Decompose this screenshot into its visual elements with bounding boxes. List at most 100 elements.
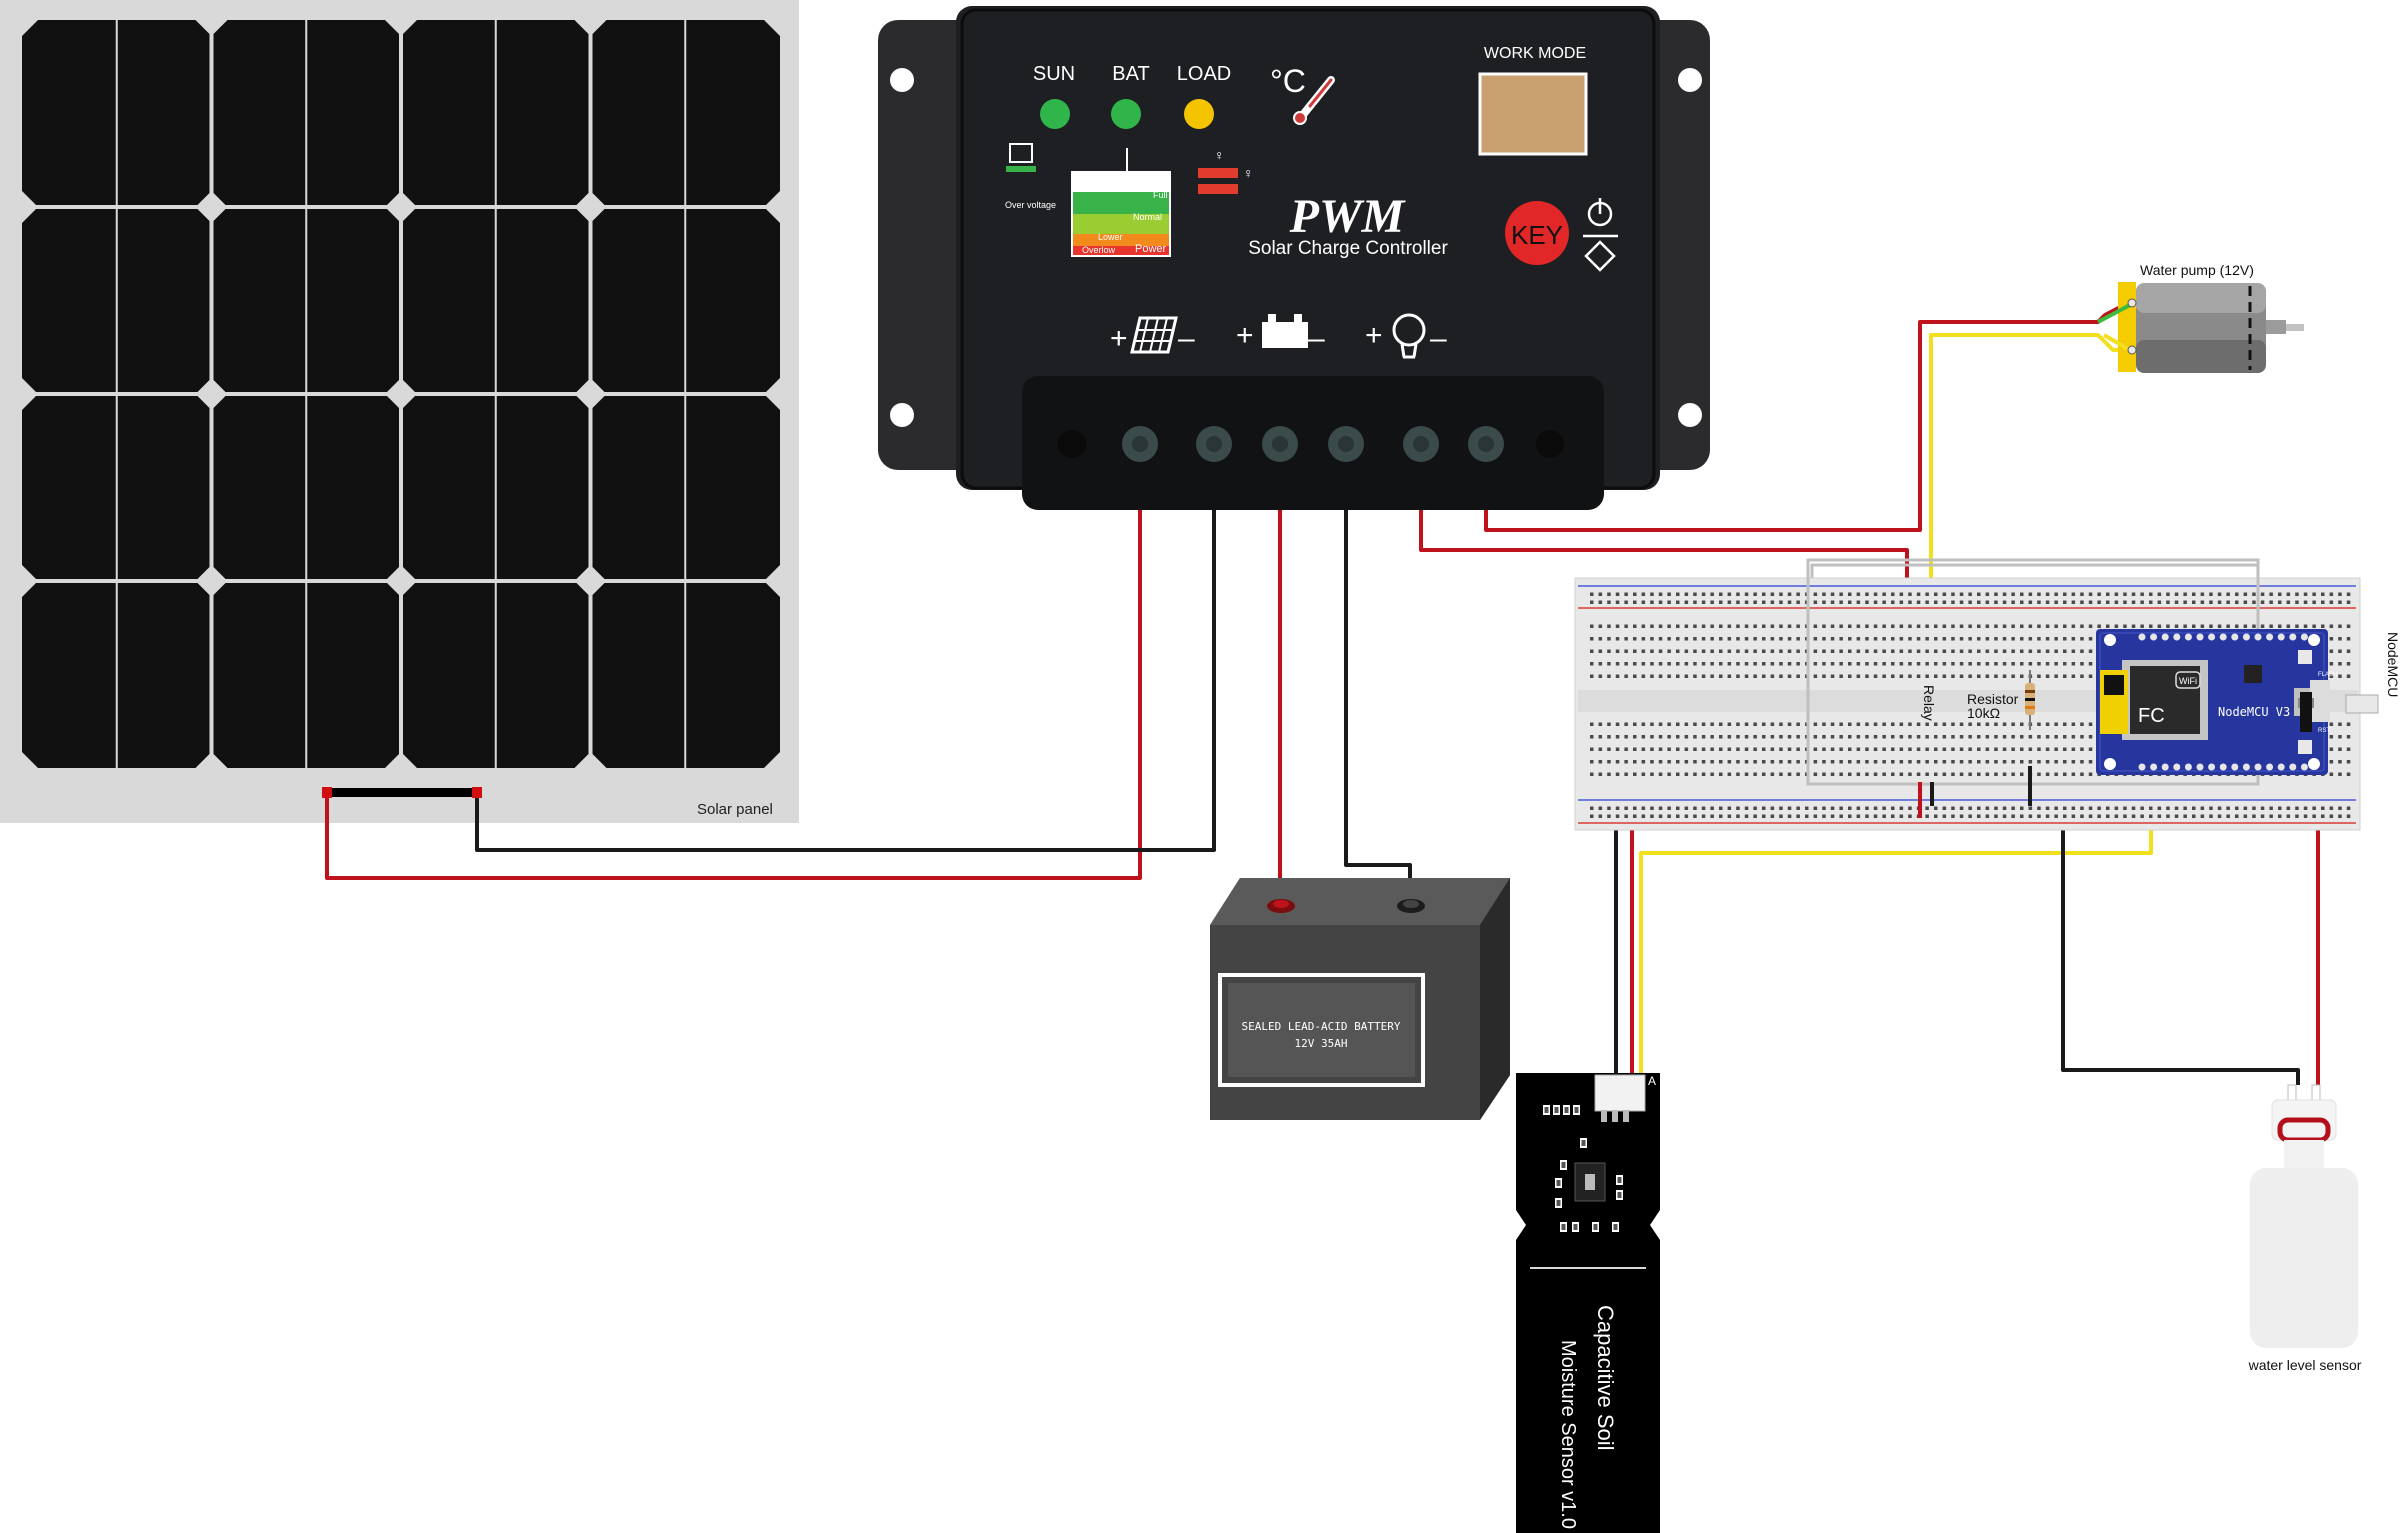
- breadboard-hole: [1848, 662, 1852, 666]
- breadboard-hole: [1650, 592, 1654, 596]
- breadboard-hole: [1925, 674, 1929, 678]
- breadboard-hole: [2011, 662, 2015, 666]
- breadboard-hole: [1822, 600, 1826, 604]
- breadboard-hole: [2260, 600, 2265, 604]
- breadboard-hole: [1736, 637, 1740, 641]
- breadboard-hole: [2106, 624, 2110, 628]
- terminal-screw: [1536, 430, 1564, 458]
- breadboard-hole: [1977, 637, 1981, 641]
- breadboard-hole: [1968, 674, 1972, 678]
- breadboard-hole: [2080, 624, 2084, 628]
- breadboard-hole: [1676, 592, 1680, 596]
- breadboard-hole: [1839, 592, 1843, 596]
- breadboard-hole: [2020, 747, 2024, 751]
- breadboard-hole: [1744, 674, 1749, 678]
- breadboard-hole: [1624, 735, 1628, 739]
- breadboard-hole: [1650, 637, 1654, 641]
- cell-corner: [195, 565, 228, 597]
- mount-hole: [2104, 634, 2116, 646]
- breadboard-hole: [2140, 600, 2144, 604]
- breadboard-hole: [1736, 662, 1740, 666]
- breadboard-hole: [2045, 806, 2050, 810]
- breadboard-hole: [1916, 600, 1921, 604]
- breadboard-hole: [1848, 735, 1852, 739]
- breadboard-hole: [1796, 649, 1800, 653]
- breadboard-hole: [1985, 662, 1990, 666]
- pin-header: [2196, 633, 2204, 641]
- breadboard-hole: [1598, 637, 1603, 641]
- breadboard-hole: [1744, 600, 1749, 604]
- breadboard-hole: [1701, 806, 1706, 810]
- nodemcu-board-text: NodeMCU V3: [2218, 705, 2290, 719]
- breadboard-hole: [1856, 722, 1861, 726]
- breadboard-hole: [1701, 760, 1706, 764]
- breadboard-hole: [1985, 747, 1990, 751]
- breadboard-hole: [1873, 674, 1878, 678]
- breadboard-hole: [2063, 814, 2067, 818]
- breadboard-hole: [1607, 637, 1611, 641]
- breadboard-hole: [1701, 747, 1706, 751]
- breadboard-hole: [2020, 637, 2024, 641]
- breadboard-hole: [1598, 760, 1603, 764]
- breadboard-hole: [1710, 735, 1714, 739]
- breadboard-hole: [1684, 722, 1689, 726]
- breadboard-hole: [1934, 814, 1938, 818]
- breadboard-hole: [1710, 674, 1714, 678]
- breadboard-hole: [1744, 649, 1749, 653]
- breadboard-hole: [1641, 674, 1646, 678]
- breadboard-hole: [1719, 814, 1723, 818]
- breadboard-hole: [1633, 649, 1637, 653]
- breadboard-hole: [2063, 600, 2067, 604]
- controller-subtitle: Solar Charge Controller: [1248, 238, 1448, 259]
- breadboard-hole: [1787, 592, 1792, 596]
- rst-button[interactable]: [2298, 740, 2312, 754]
- breadboard-hole: [1762, 735, 1766, 739]
- breadboard-hole: [2338, 814, 2342, 818]
- breadboard-hole: [2200, 806, 2205, 810]
- breadboard-hole: [1787, 662, 1792, 666]
- breadboard-hole: [2054, 600, 2058, 604]
- breadboard-hole: [1951, 649, 1955, 653]
- breadboard-hole: [1615, 592, 1620, 596]
- breadboard-hole: [2338, 649, 2342, 653]
- breadboard-hole: [1856, 806, 1861, 810]
- breadboard-hole: [1624, 662, 1628, 666]
- breadboard-hole: [1744, 592, 1749, 596]
- breadboard-hole: [2002, 674, 2007, 678]
- breadboard-hole: [1813, 637, 1818, 641]
- breadboard-hole: [1658, 674, 1663, 678]
- breadboard-hole: [1770, 662, 1775, 666]
- breadboard-hole: [1934, 735, 1938, 739]
- breadboard-hole: [2020, 735, 2024, 739]
- thermometer-icon: [1293, 76, 1335, 125]
- breadboard-hole: [1908, 760, 1912, 764]
- breadboard-hole: [1693, 624, 1697, 628]
- terminal-screw-center: [1206, 436, 1222, 452]
- breadboard-hole: [1951, 814, 1955, 818]
- breadboard-hole: [2088, 637, 2093, 641]
- breadboard-hole: [1934, 760, 1938, 764]
- breadboard-hole: [1710, 722, 1714, 726]
- breadboard-hole: [1607, 722, 1611, 726]
- breadboard-hole: [2080, 592, 2084, 596]
- breadboard-hole: [1865, 662, 1869, 666]
- breadboard-hole: [1891, 592, 1895, 596]
- breadboard-hole: [1899, 806, 1904, 810]
- breadboard-hole: [2071, 747, 2076, 751]
- breadboard-hole: [2278, 600, 2282, 604]
- breadboard-hole: [1736, 649, 1740, 653]
- breadboard-hole: [1684, 760, 1689, 764]
- flash-button[interactable]: [2298, 650, 2312, 664]
- breadboard-hole: [1830, 772, 1835, 776]
- key-button[interactable]: [1505, 201, 1569, 265]
- breadboard-hole: [2002, 662, 2007, 666]
- breadboard-hole: [1822, 674, 1826, 678]
- breadboard-hole: [1624, 624, 1628, 628]
- breadboard-hole: [1882, 649, 1886, 653]
- breadboard-hole: [2063, 637, 2067, 641]
- breadboard-hole: [1916, 735, 1921, 739]
- breadboard-hole: [1899, 649, 1904, 653]
- breadboard-hole: [1693, 772, 1697, 776]
- breadboard-hole: [1865, 649, 1869, 653]
- breadboard-hole: [1830, 592, 1835, 596]
